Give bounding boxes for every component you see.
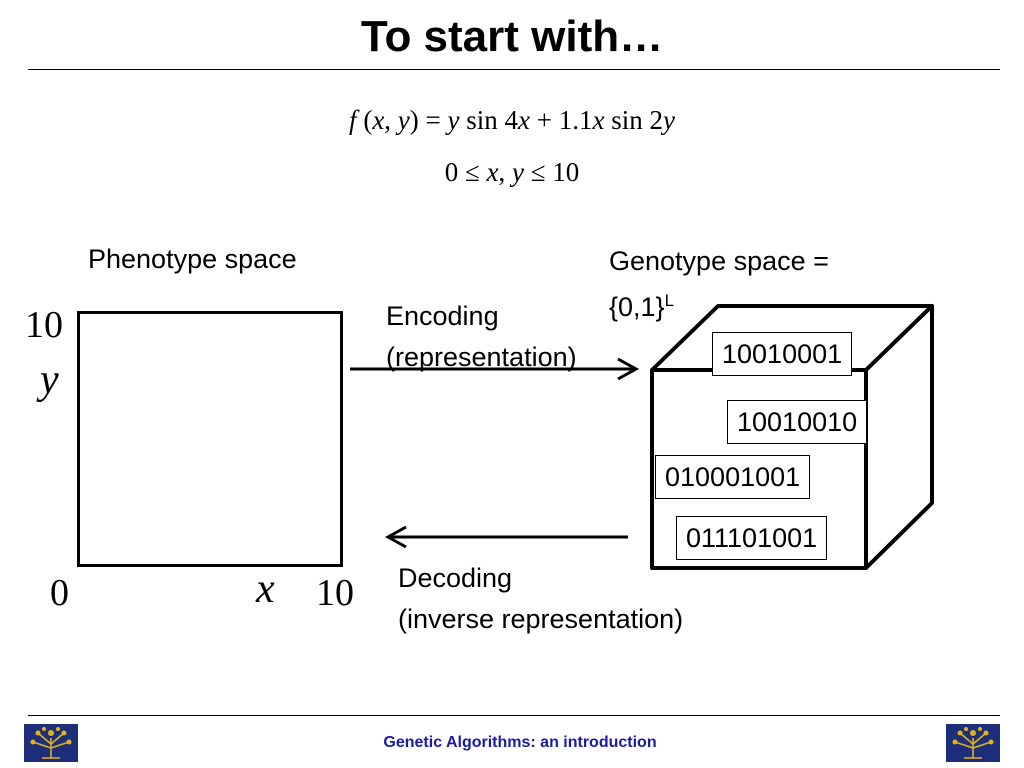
footer-divider (28, 715, 1000, 716)
tree-emblem-logo-right (946, 724, 1000, 762)
code-box-3: 010001001 (655, 455, 811, 499)
slide-title: To start with… (360, 12, 664, 61)
origin-label: 0 (50, 572, 69, 614)
decoding-label: Decoding (398, 563, 513, 593)
code-box-2: 10010010 (727, 400, 868, 444)
tree-emblem-logo-left (24, 724, 78, 762)
footer-title: Genetic Algorithms: an introduction (383, 734, 657, 751)
code-box-1: 10010001 (712, 332, 853, 376)
phenotype-label: Phenotype space (88, 244, 297, 274)
decoding-arrow (384, 525, 628, 549)
genotype-set-label: {0,1}L (609, 291, 675, 322)
x-max-label: 10 (316, 572, 354, 614)
decoding-sublabel: (inverse representation) (398, 604, 684, 634)
title-divider (28, 69, 1000, 70)
domain-constraint: 0 ≤ x, y ≤ 10 (444, 157, 580, 187)
y-max-label: 10 (25, 304, 63, 346)
x-axis-label: x (256, 566, 275, 612)
encoding-label: Encoding (386, 301, 499, 331)
code-box-4: 011101001 (676, 516, 828, 560)
phenotype-box (77, 311, 343, 567)
fitness-equation: f (x, y) = y sin 4x + 1.1x sin 2y (349, 105, 675, 135)
genotype-label: Genotype space = (609, 246, 829, 276)
y-axis-label: y (40, 357, 59, 403)
encoding-sublabel: (representation) (386, 342, 577, 372)
